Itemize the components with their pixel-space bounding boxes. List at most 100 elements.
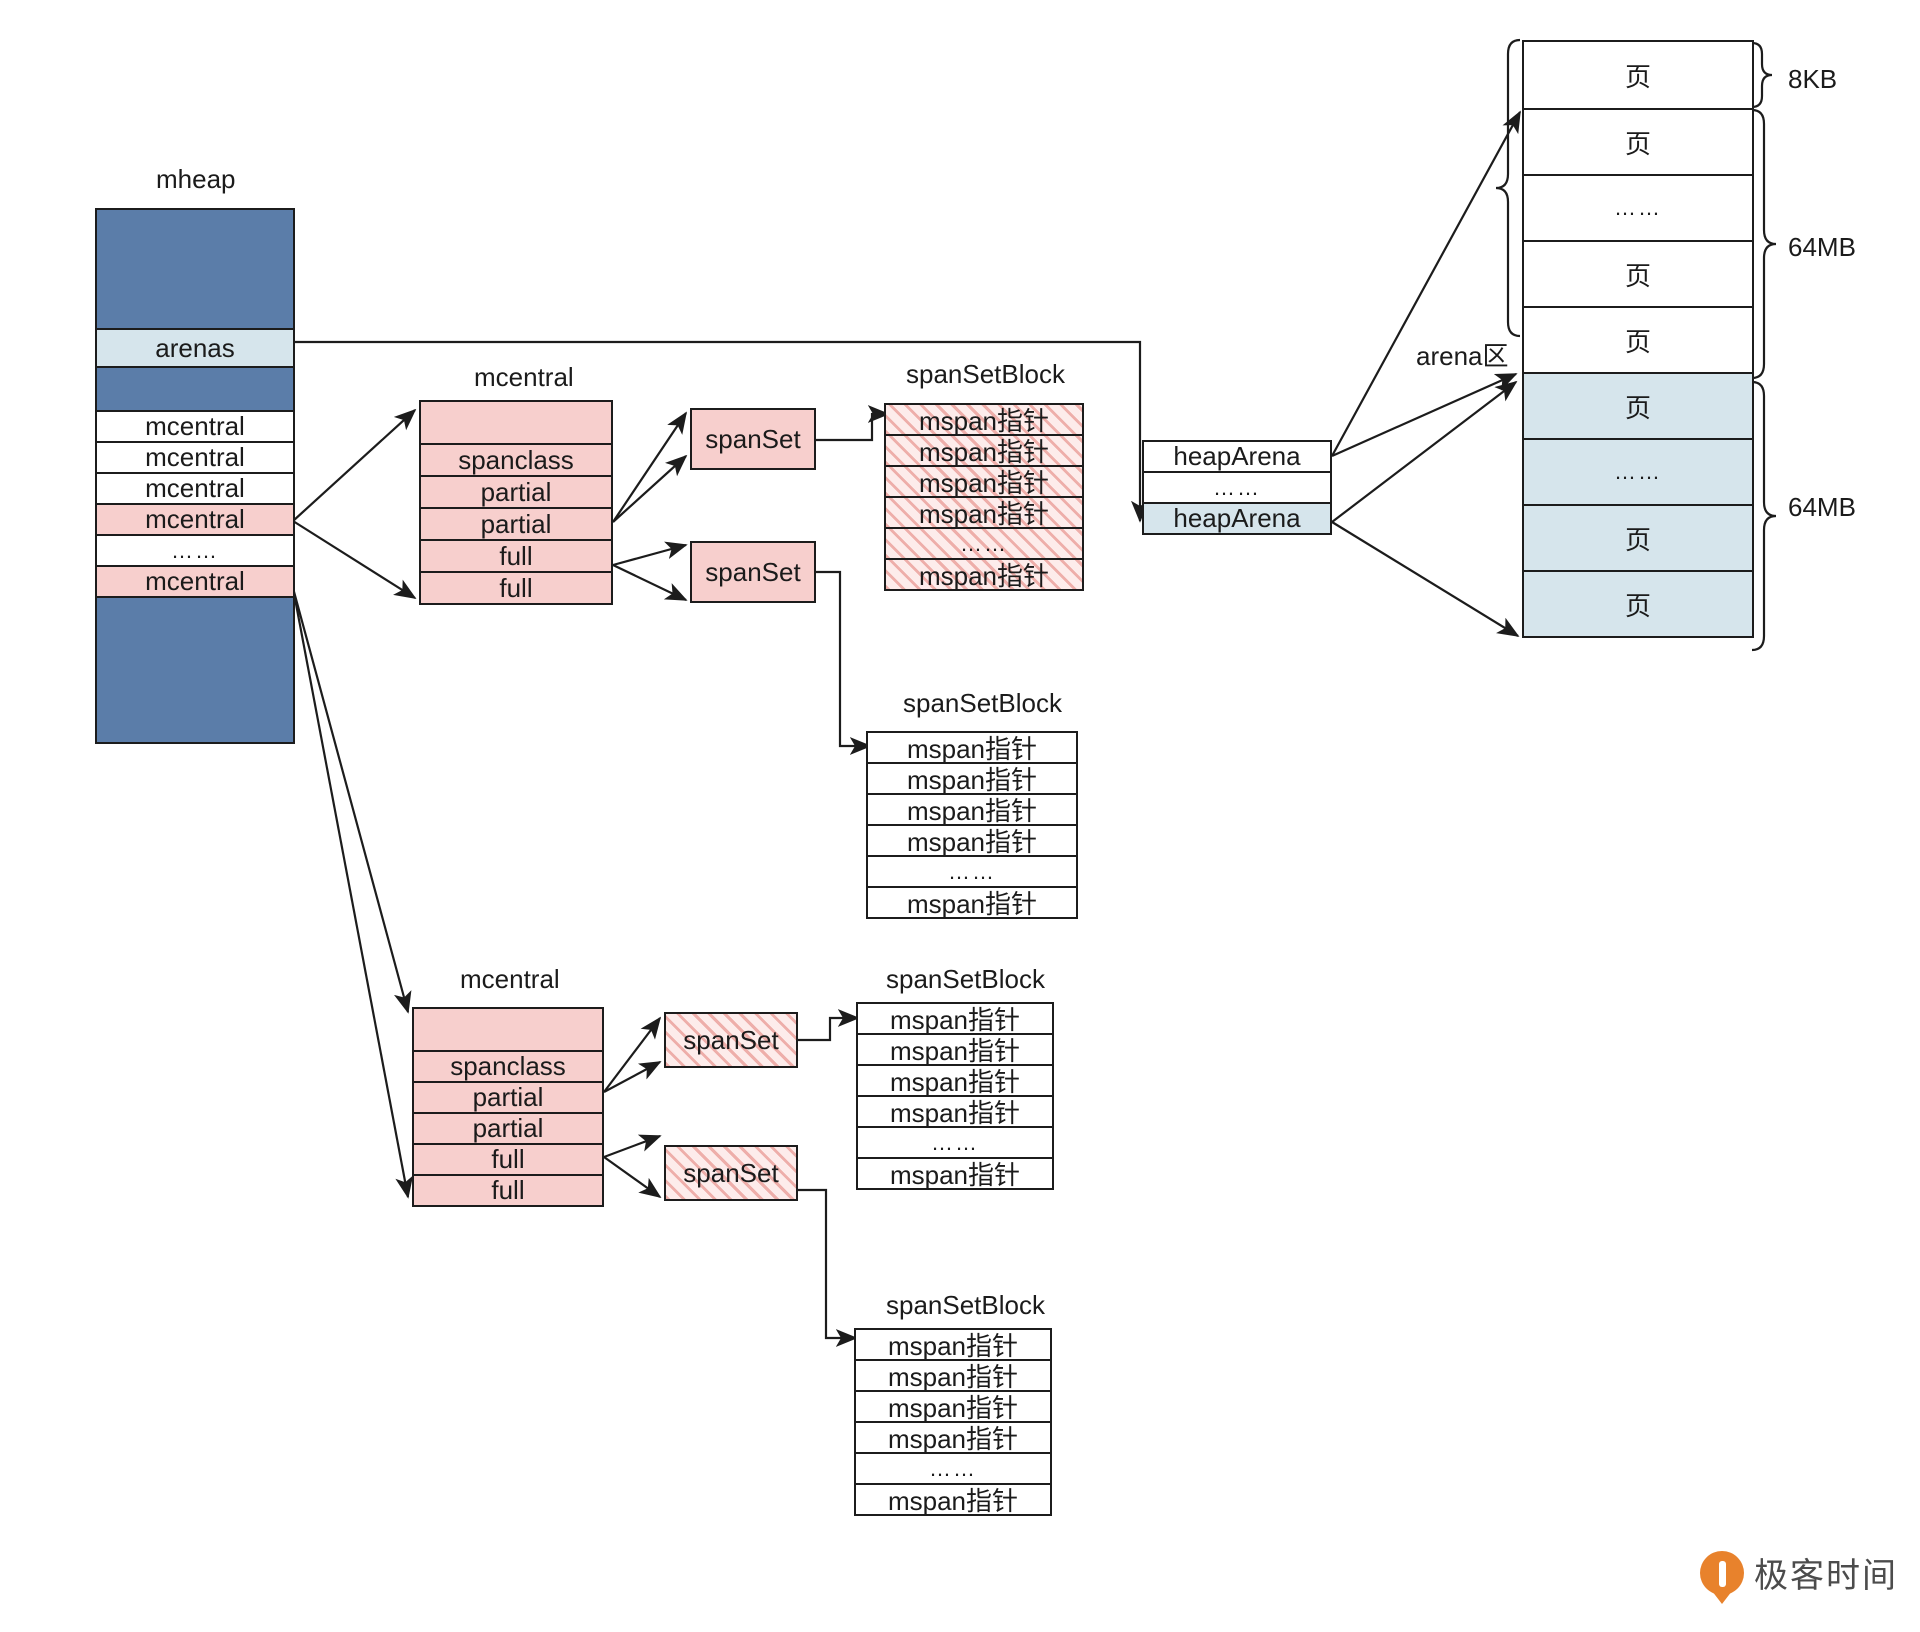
spansetblock-3-row-5[interactable]: mspan指针 xyxy=(856,1157,1054,1190)
arena-page-3[interactable]: 页 xyxy=(1522,306,1754,374)
mcentral-bottom-row-partial-1[interactable]: partial xyxy=(412,1081,604,1114)
mcentral-bottom-row-full-1[interactable]: full xyxy=(412,1143,604,1176)
spansetblock-3-row-3[interactable]: mspan指针 xyxy=(856,1095,1054,1128)
mheap-row-9 xyxy=(95,596,295,744)
mcentral-top-row-partial-2[interactable]: partial xyxy=(419,507,613,541)
heaparena-list: heapArena …… heapArena xyxy=(1142,440,1332,539)
arrow-partial-to-spanset1a xyxy=(612,411,687,523)
spansetblock-3: mspan指针 mspan指针 mspan指针 mspan指针 …… mspan… xyxy=(856,1002,1054,1200)
mheap-row-mcentral-5[interactable]: mcentral xyxy=(95,565,295,598)
mcentral-top-box: spanclass partial partial full full xyxy=(419,400,613,615)
mheap-row-mcentral-2[interactable]: mcentral xyxy=(95,441,295,474)
spansetblock-1: mspan指针 mspan指针 mspan指针 mspan指针 …… mspan… xyxy=(884,403,1084,601)
size-label-64mb-2: 64MB xyxy=(1788,492,1856,522)
spansetblock-1-row-0[interactable]: mspan指针 xyxy=(884,403,1084,436)
heaparena-row-ellipsis: …… xyxy=(1142,471,1332,504)
arrow-heaparena1-to-pages-top xyxy=(1331,110,1521,457)
arena-page-column: 页 页 …… 页 页 页 …… 页 页 xyxy=(1522,40,1754,654)
geekbang-logo-icon xyxy=(1700,1550,1744,1604)
geekbang-watermark: 极客时间 xyxy=(1700,1548,1898,1604)
spansetblock-1-row-1[interactable]: mspan指针 xyxy=(884,434,1084,467)
arrow-mcentral-to-top-2 xyxy=(292,520,417,599)
spanset-top-2[interactable]: spanSet xyxy=(690,541,816,603)
spanset-bottom-1[interactable]: spanSet xyxy=(664,1012,798,1068)
geekbang-logo-text: 极客时间 xyxy=(1754,1556,1898,1596)
spansetblock-2-row-2[interactable]: mspan指针 xyxy=(866,793,1078,826)
arrow-heaparena1-to-pages-mid xyxy=(1331,372,1518,458)
spansetblock-1-row-2[interactable]: mspan指针 xyxy=(884,465,1084,498)
arena-page-1[interactable]: 页 xyxy=(1522,108,1754,176)
mheap-row-2 xyxy=(95,366,295,412)
mheap-row-arenas[interactable]: arenas xyxy=(95,328,295,368)
mcentral-top-row-spanclass[interactable]: spanclass xyxy=(419,443,613,477)
arrow-mcentral-to-top-1 xyxy=(292,408,417,522)
arrow-full-to-spanset2b xyxy=(612,564,688,601)
mheap-row-ellipsis: …… xyxy=(95,534,295,567)
spansetblock-1-row-ellipsis: …… xyxy=(884,527,1084,560)
heaparena-row-0[interactable]: heapArena xyxy=(1142,440,1332,473)
spansetblock-1-title: spanSetBlock xyxy=(906,359,1065,389)
spansetblock-4-row-0[interactable]: mspan指针 xyxy=(854,1328,1052,1361)
size-label-8kb: 8KB xyxy=(1788,64,1838,94)
spansetblock-4: mspan指针 mspan指针 mspan指针 mspan指针 …… mspan… xyxy=(854,1328,1052,1526)
spansetblock-3-row-2[interactable]: mspan指针 xyxy=(856,1064,1054,1097)
spansetblock-2-row-1[interactable]: mspan指针 xyxy=(866,762,1078,795)
arena-zone-label: arena区 xyxy=(1416,341,1509,371)
arrow-partial-to-spanset3b xyxy=(603,1061,662,1093)
spansetblock-2-row-3[interactable]: mspan指针 xyxy=(866,824,1078,857)
arena-page-2[interactable]: 页 xyxy=(1522,240,1754,308)
spansetblock-2-title: spanSetBlock xyxy=(903,688,1062,718)
brace-64mb-2 xyxy=(1751,380,1777,652)
spansetblock-1-row-3[interactable]: mspan指针 xyxy=(884,496,1084,529)
spansetblock-2-row-5[interactable]: mspan指针 xyxy=(866,886,1078,919)
arrow-spanset2-to-block2 xyxy=(816,570,872,756)
mheap-title: mheap xyxy=(156,164,236,194)
spansetblock-1-row-5[interactable]: mspan指针 xyxy=(884,558,1084,591)
brace-64mb-1 xyxy=(1751,108,1777,380)
brace-8kb xyxy=(1751,41,1773,109)
mheap-row-mcentral-1[interactable]: mcentral xyxy=(95,410,295,443)
mcentral-bottom-row-full-2[interactable]: full xyxy=(412,1174,604,1207)
arrow-spanset1-to-block1 xyxy=(816,404,890,442)
spansetblock-3-title: spanSetBlock xyxy=(886,964,1045,994)
mcentral-top-row-full-1[interactable]: full xyxy=(419,539,613,573)
arena-page-0[interactable]: 页 xyxy=(1522,40,1754,110)
spansetblock-3-row-0[interactable]: mspan指针 xyxy=(856,1002,1054,1035)
arrow-mcentral-to-bottom-1 xyxy=(291,587,412,1014)
mcentral-top-row-full-2[interactable]: full xyxy=(419,571,613,605)
arrow-full-to-spanset2a xyxy=(612,541,688,567)
mcentral-bottom-row-partial-2[interactable]: partial xyxy=(412,1112,604,1145)
arena-page-5[interactable]: 页 xyxy=(1522,504,1754,572)
arrow-partial-to-spanset3a xyxy=(603,1016,662,1093)
spansetblock-4-row-5[interactable]: mspan指针 xyxy=(854,1483,1052,1516)
arena-page-4[interactable]: 页 xyxy=(1522,372,1754,440)
mcentral-bottom-row-0 xyxy=(412,1007,604,1052)
spanset-bottom-2[interactable]: spanSet xyxy=(664,1145,798,1201)
mheap-row-0 xyxy=(95,208,295,330)
spansetblock-3-row-1[interactable]: mspan指针 xyxy=(856,1033,1054,1066)
arrow-full-to-spanset4b xyxy=(603,1156,662,1199)
spansetblock-4-row-3[interactable]: mspan指针 xyxy=(854,1421,1052,1454)
arrow-spanset4-to-block4 xyxy=(798,1188,858,1348)
heaparena-row-2[interactable]: heapArena xyxy=(1142,502,1332,535)
arrow-partial-to-spanset1b xyxy=(612,454,688,523)
spansetblock-3-row-ellipsis: …… xyxy=(856,1126,1054,1159)
arena-page-ellipsis-2: …… xyxy=(1522,438,1754,506)
spansetblock-4-row-1[interactable]: mspan指针 xyxy=(854,1359,1052,1392)
arrow-mcentral-to-bottom-2 xyxy=(291,587,414,1199)
mheap-row-mcentral-4[interactable]: mcentral xyxy=(95,503,295,536)
mcentral-bottom-box: spanclass partial partial full full xyxy=(412,1007,604,1217)
mcentral-bottom-title: mcentral xyxy=(460,964,560,994)
spanset-top-1[interactable]: spanSet xyxy=(690,408,816,470)
arena-page-6[interactable]: 页 xyxy=(1522,570,1754,638)
mcentral-bottom-row-spanclass[interactable]: spanclass xyxy=(412,1050,604,1083)
mcentral-top-title: mcentral xyxy=(474,362,574,392)
arrow-spanset3-to-block3 xyxy=(798,1008,860,1042)
arrow-heaparena2-to-pages-top xyxy=(1331,380,1518,523)
mcentral-top-row-partial-1[interactable]: partial xyxy=(419,475,613,509)
mheap-box: arenas mcentral mcentral mcentral mcentr… xyxy=(95,208,295,762)
size-label-64mb-1: 64MB xyxy=(1788,232,1856,262)
spansetblock-4-title: spanSetBlock xyxy=(886,1290,1045,1320)
mheap-row-mcentral-3[interactable]: mcentral xyxy=(95,472,295,505)
